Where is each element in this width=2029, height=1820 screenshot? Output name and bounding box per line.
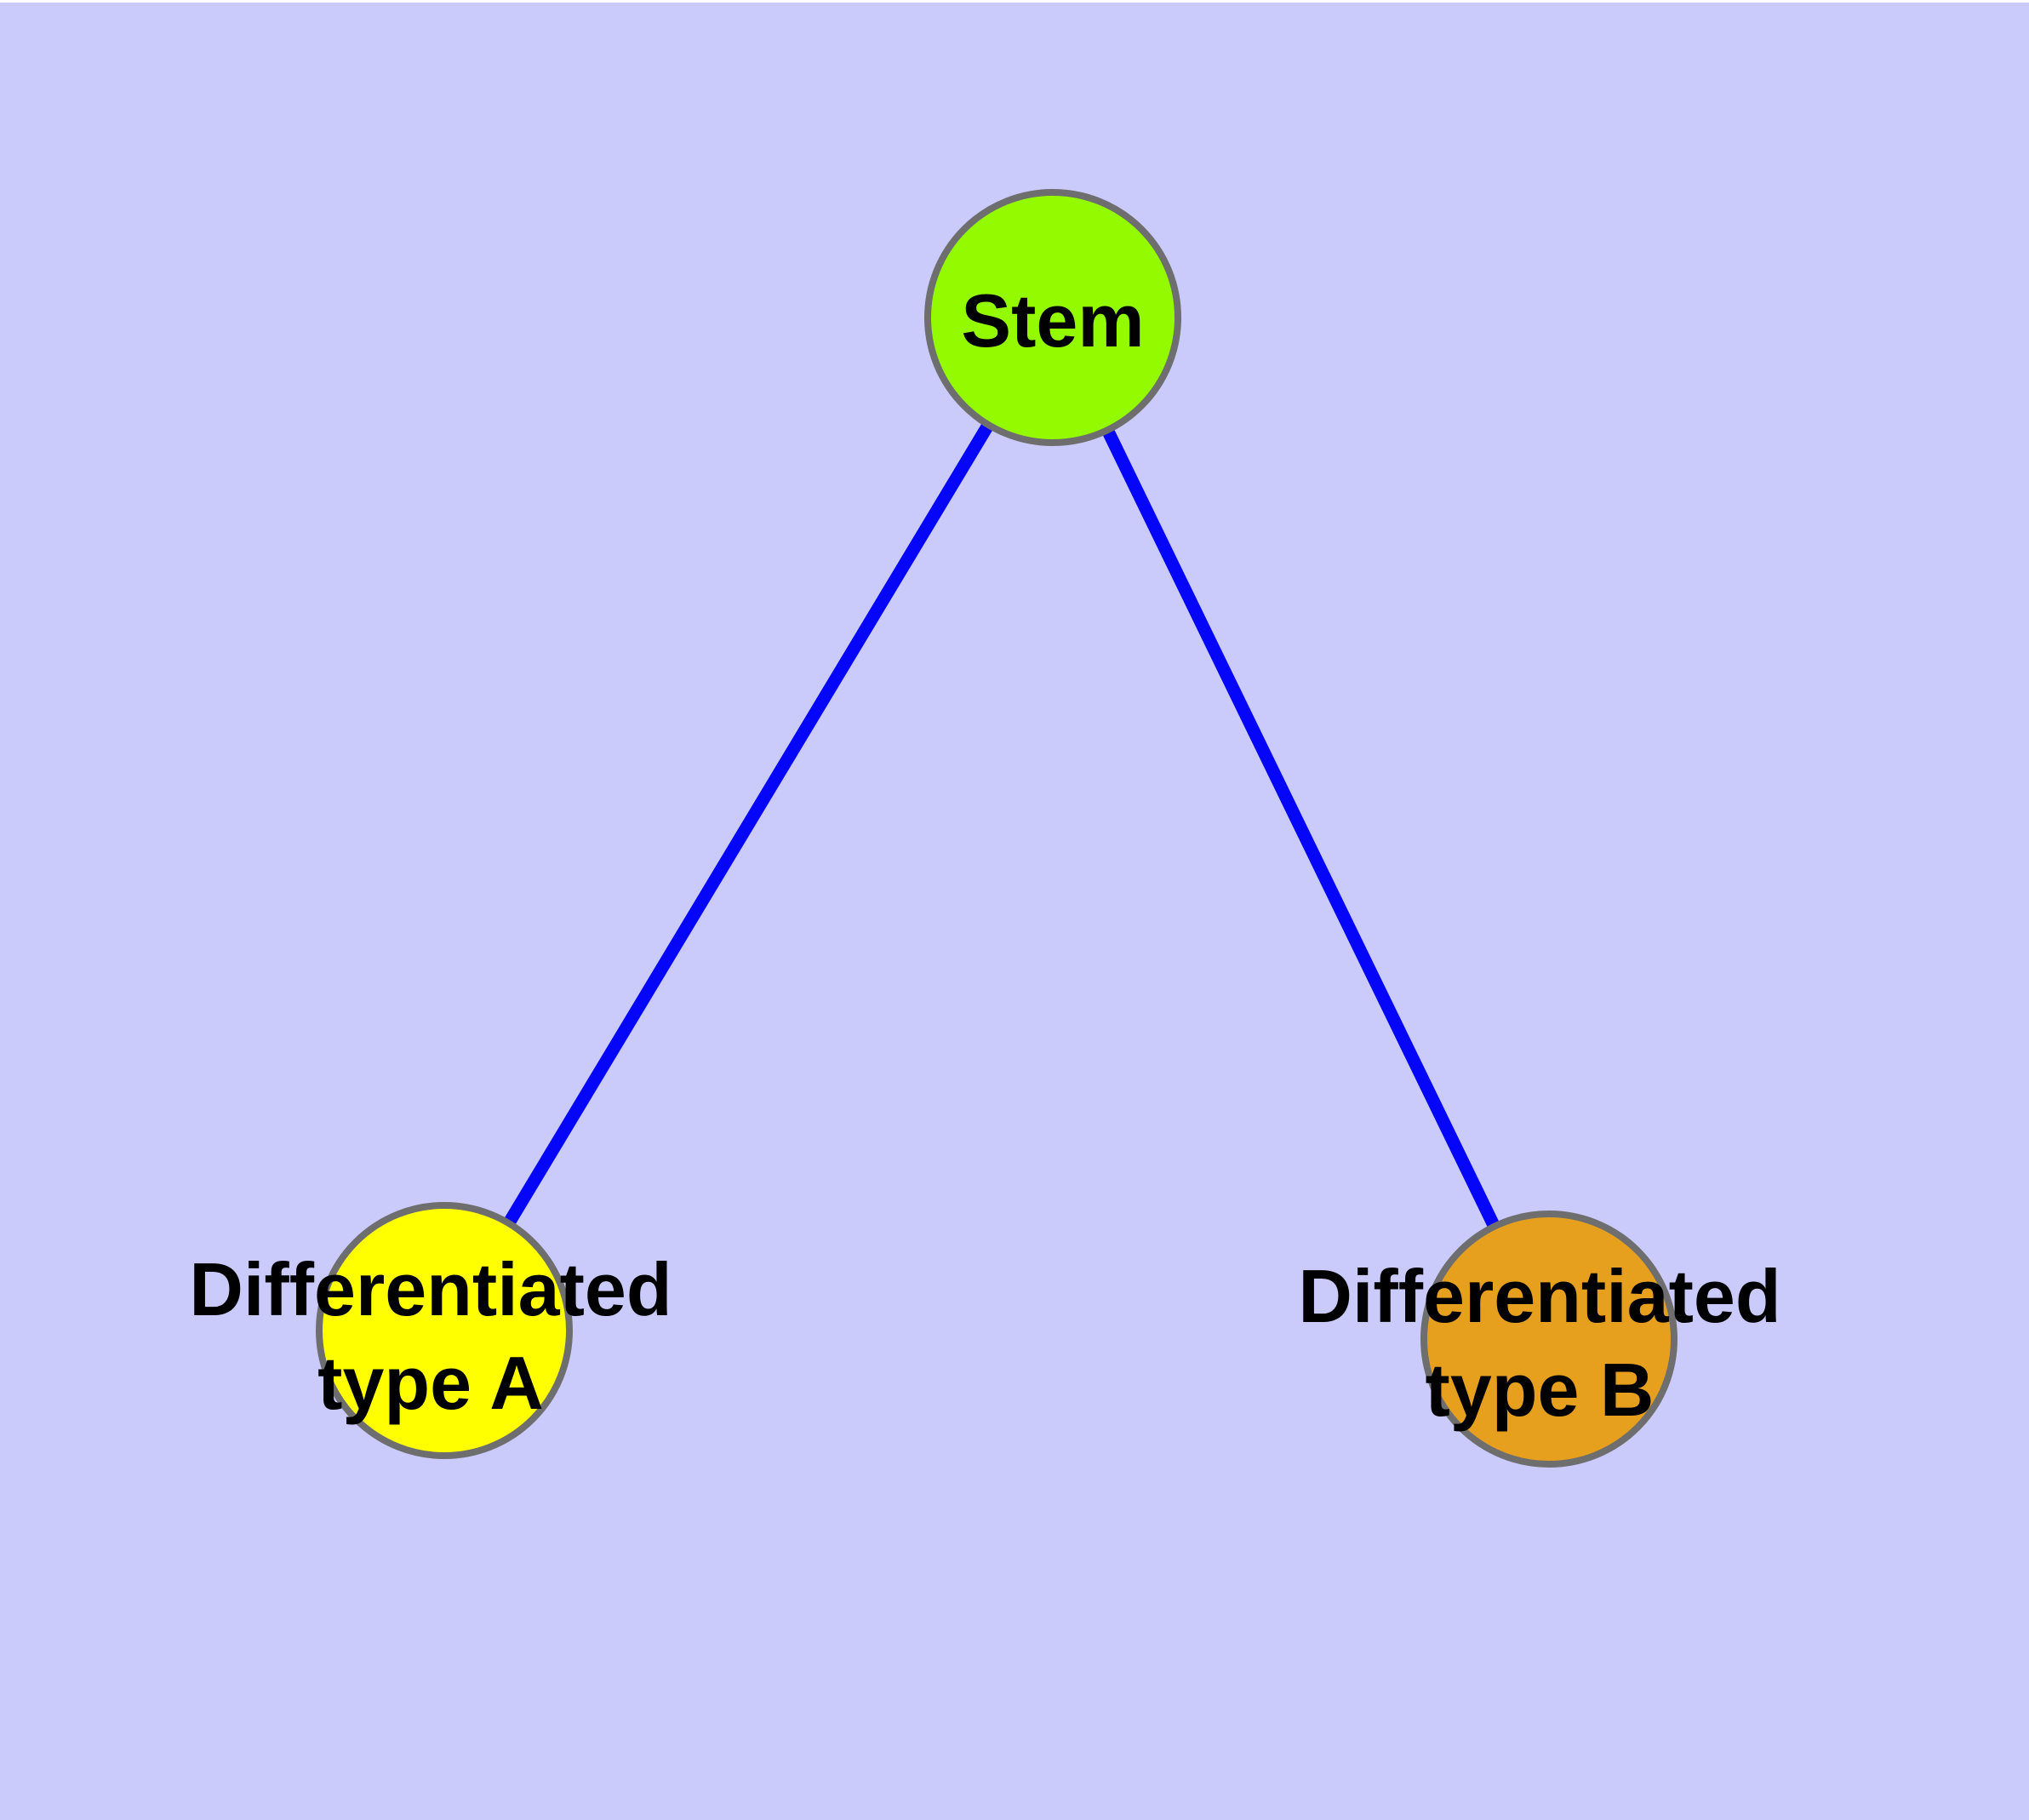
node-type-b-circle (1420, 1210, 1677, 1468)
node-stem-circle (924, 189, 1181, 446)
edge-stem-to-type-a (438, 314, 1059, 1334)
edge-stem-to-type-b (1047, 314, 1555, 1342)
node-type-a-circle (316, 1202, 573, 1459)
